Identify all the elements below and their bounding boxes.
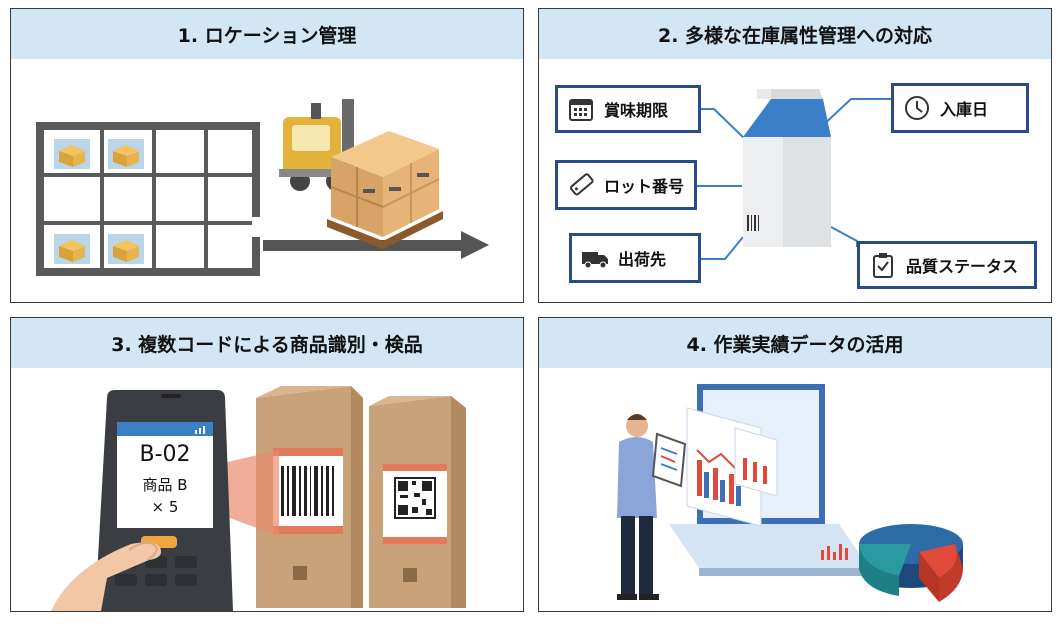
attribute-tag-quality-status: 品質ステータス (857, 241, 1037, 289)
carton-box-barcode (256, 386, 363, 608)
attribute-label: 品質ステータス (906, 257, 1019, 276)
attribute-illustration (695, 89, 891, 260)
stored-box-icon (54, 139, 90, 169)
move-arrow (263, 231, 489, 259)
stored-box-icon (108, 139, 144, 169)
location-illustration (36, 99, 489, 276)
calendar-icon (566, 94, 596, 124)
scan-beam (219, 450, 279, 536)
panel-title: 3. 複数コードによる商品識別・検品 (11, 318, 523, 368)
scanner-product: 商品 B (142, 476, 188, 494)
person-icon (617, 414, 687, 600)
qr-code-icon (394, 477, 436, 519)
panel-title: 4. 作業実績データの活用 (539, 318, 1051, 368)
attribute-label: 入庫日 (940, 100, 989, 119)
barcode-icon (281, 466, 334, 516)
connector-lines (695, 98, 891, 260)
analytics-illustration (617, 384, 963, 602)
clock-icon (902, 93, 932, 123)
stored-box-icon (108, 234, 144, 264)
barcode-icon (747, 215, 759, 231)
attribute-label: ロット番号 (604, 177, 685, 196)
carton-box-qrcode (369, 396, 466, 608)
scanner-screen (117, 422, 213, 528)
grid-gap (252, 217, 264, 237)
panel-title: 1. ロケーション管理 (11, 9, 523, 59)
truck-icon (580, 243, 610, 273)
report-sheet-icon (734, 427, 778, 497)
attribute-label: 賞味期限 (604, 101, 669, 120)
mini-bar-chart-icon (821, 544, 848, 560)
hand-icon (51, 541, 161, 611)
attribute-tag-lot-number: ロット番号 (555, 160, 697, 210)
panel-title: 2. 多様な在庫属性管理への対応 (539, 9, 1051, 59)
pie-chart-icon (859, 524, 963, 602)
stored-box-icon (54, 234, 90, 264)
attribute-tag-destination: 出荷先 (569, 233, 701, 283)
attribute-tag-received-date: 入庫日 (891, 83, 1029, 133)
label-tag-icon (566, 170, 596, 200)
panel-inventory-attributes: 2. 多様な在庫属性管理への対応 賞味期限 (538, 8, 1052, 303)
panel-location-management: 1. ロケーション管理 (10, 8, 524, 303)
product-carton-icon (743, 89, 831, 247)
attribute-label: 出荷先 (618, 250, 667, 269)
scanning-illustration (51, 386, 466, 611)
clipboard-check-icon (868, 250, 898, 280)
panel-performance-data: 4. 作業実績データの活用 (538, 317, 1052, 612)
scanner-code: B-02 (139, 442, 191, 467)
loaded-pallet-icon (327, 131, 443, 249)
storage-location-grid (36, 122, 260, 276)
scanner-quantity: × 5 (151, 498, 179, 516)
attribute-tag-best-before: 賞味期限 (555, 85, 701, 133)
panel-multi-code-inspection: 3. 複数コードによる商品識別・検品 (10, 317, 524, 612)
